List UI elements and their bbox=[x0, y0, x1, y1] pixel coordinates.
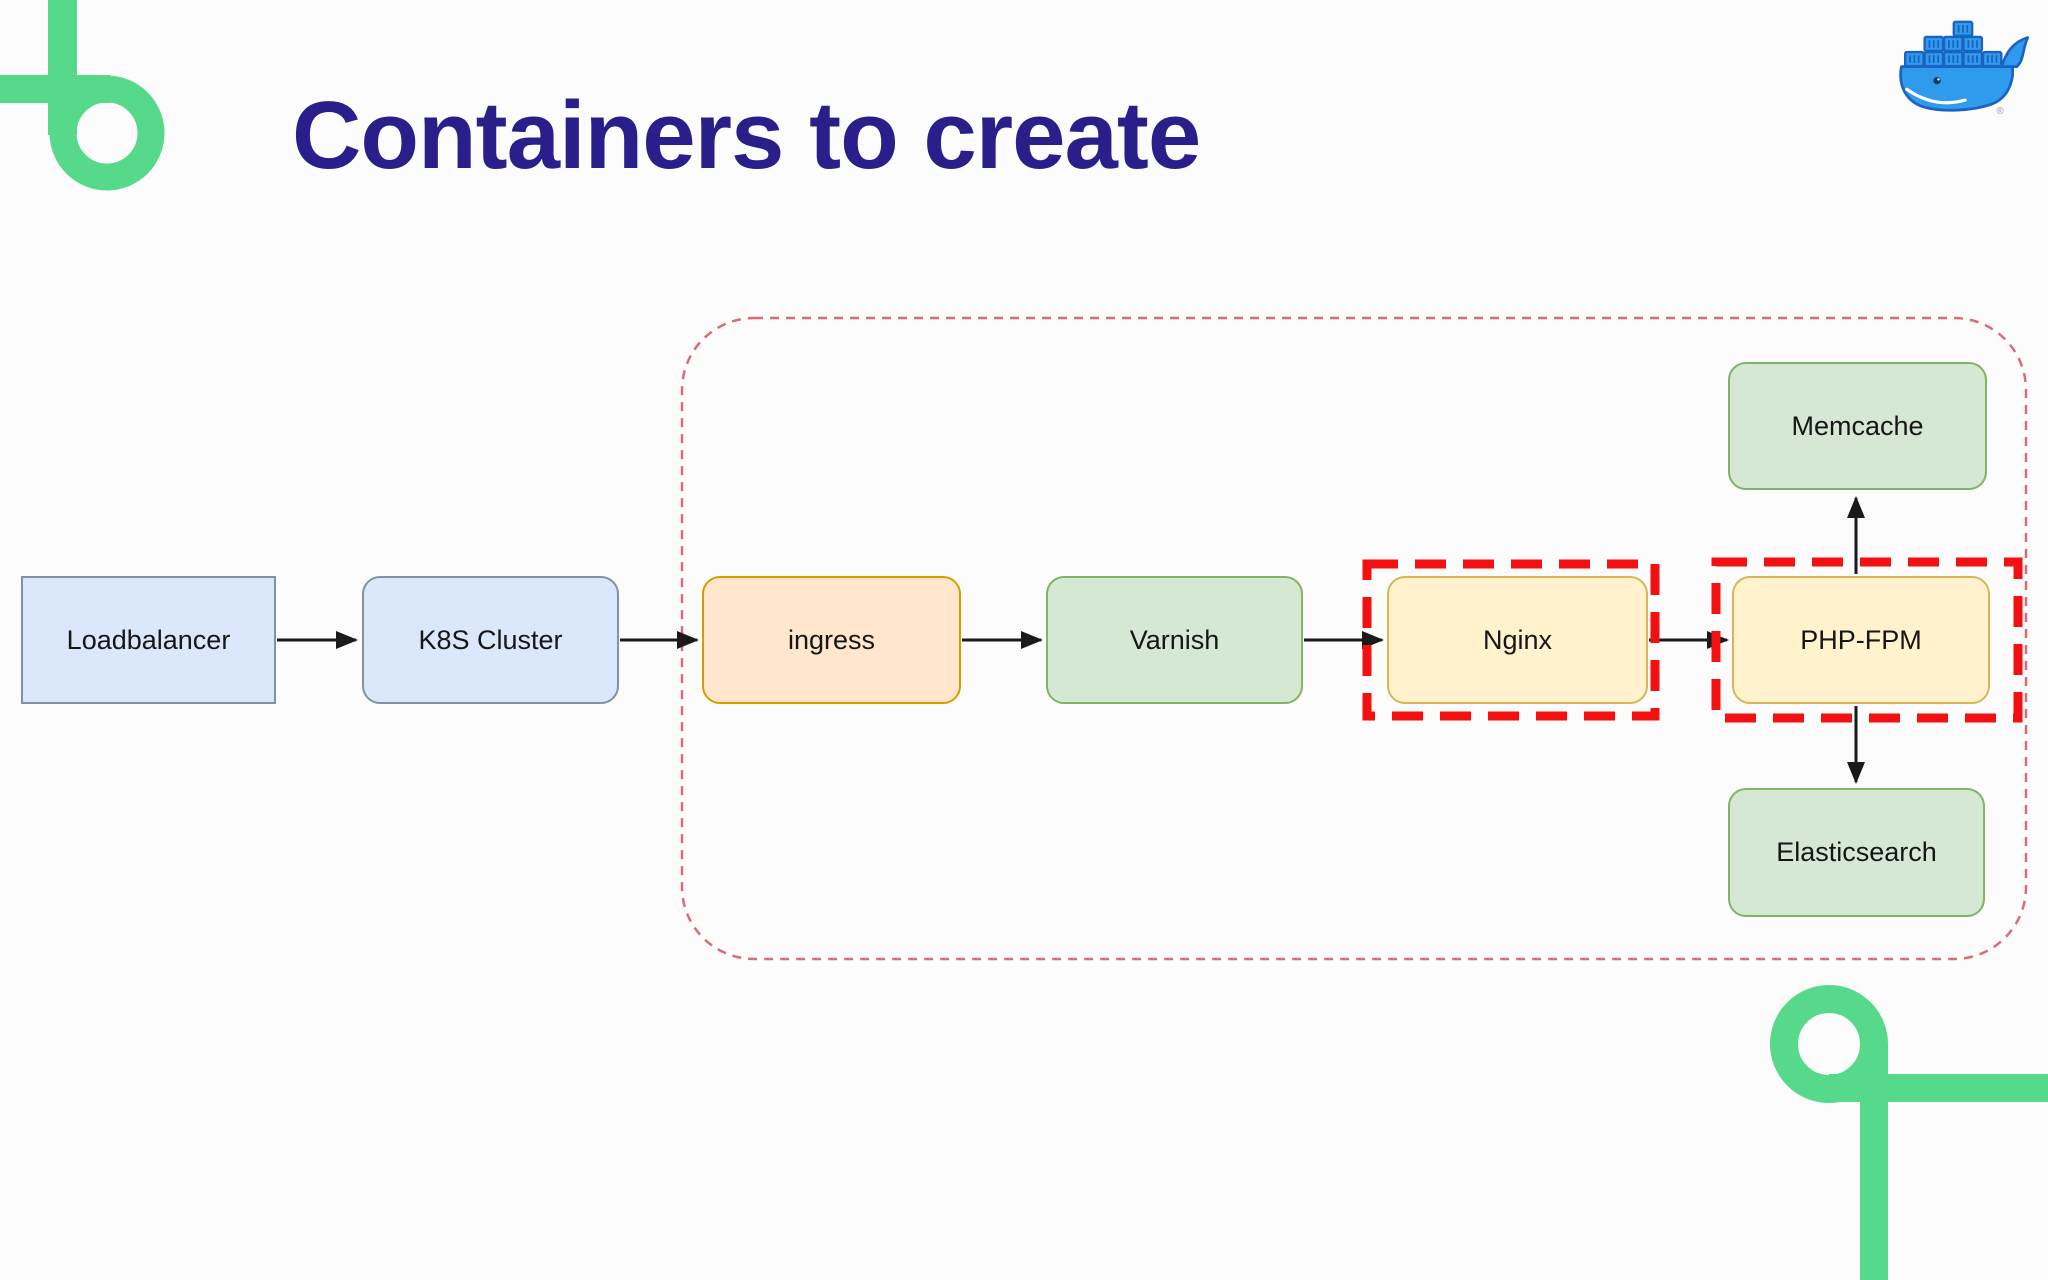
docker-logo-icon: ® bbox=[1899, 20, 2030, 117]
node-k8s-cluster: K8S Cluster bbox=[362, 576, 619, 704]
node-label: Elasticsearch bbox=[1776, 837, 1937, 867]
corner-decoration-bottom-right bbox=[1770, 985, 2048, 1280]
node-ingress: ingress bbox=[702, 576, 961, 704]
node-nginx: Nginx bbox=[1387, 576, 1648, 704]
node-label: Loadbalancer bbox=[66, 624, 231, 655]
node-varnish: Varnish bbox=[1046, 576, 1303, 704]
highlight-php-fpm bbox=[1711, 557, 2023, 723]
node-label: ingress bbox=[787, 624, 876, 655]
node-label: K8S Cluster bbox=[418, 624, 563, 655]
node-label: PHP-FPM bbox=[1800, 624, 1922, 655]
node-label: Nginx bbox=[1482, 624, 1553, 655]
highlight-nginx bbox=[1362, 559, 1660, 721]
page-title: Containers to create bbox=[292, 82, 1201, 189]
node-label: Varnish bbox=[1129, 624, 1220, 655]
registered-mark: ® bbox=[1996, 106, 2004, 117]
node-php-fpm: PHP-FPM bbox=[1732, 576, 1990, 704]
node-elasticsearch: Elasticsearch bbox=[1728, 788, 1985, 917]
node-memcache: Memcache bbox=[1728, 362, 1987, 490]
corner-decoration-top-left bbox=[0, 0, 165, 191]
node-label: Memcache bbox=[1791, 410, 1924, 441]
container-group-boundary bbox=[680, 316, 2028, 961]
highlight-rects bbox=[1362, 557, 2023, 723]
node-loadbalancer: Loadbalancer bbox=[21, 576, 276, 704]
